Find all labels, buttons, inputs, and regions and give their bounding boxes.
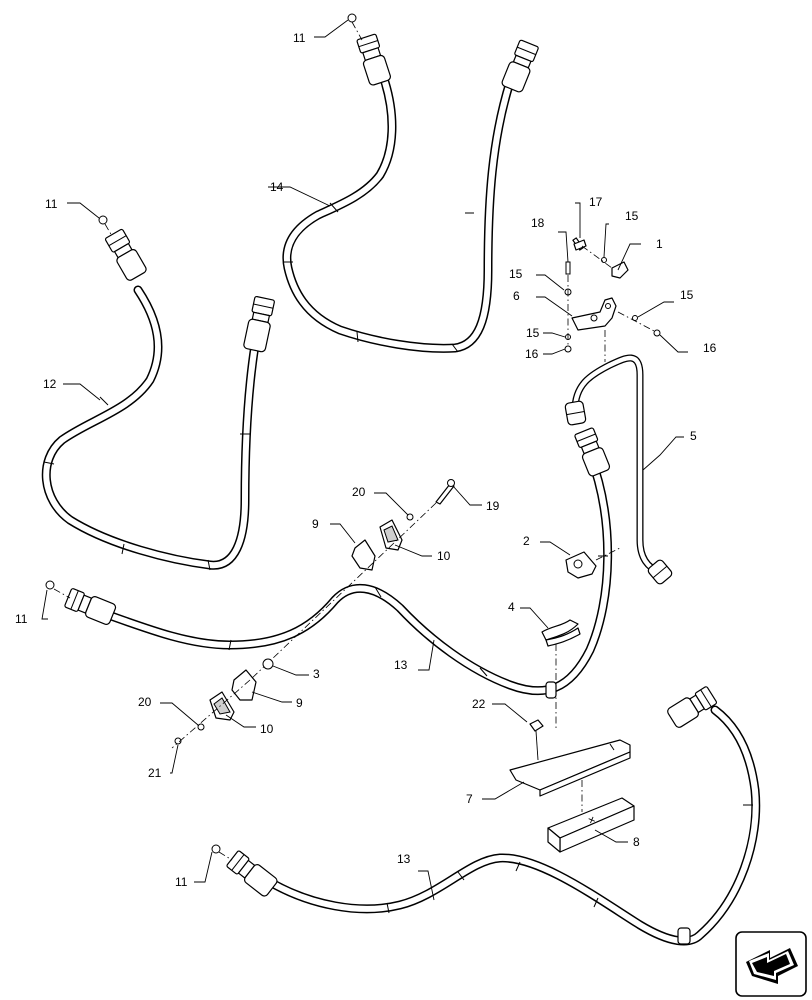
clamp-9-lower: [231, 669, 257, 701]
callout-15: 15: [509, 267, 523, 281]
callout-12: 12: [43, 377, 57, 391]
hose-13-fitting-right: [574, 427, 611, 477]
callout-6: 6: [513, 289, 520, 303]
callout-17: 17: [589, 195, 603, 209]
callout-18: 18: [531, 216, 545, 230]
callout-11: 11: [293, 31, 306, 45]
callout-15: 15: [625, 209, 639, 223]
cap-11-bottom: [211, 844, 221, 854]
callout-11: 11: [45, 197, 58, 211]
hose-12-fitting-left: [104, 228, 147, 281]
callout-2: 2: [523, 534, 530, 548]
hose-13-upper: [45, 427, 613, 699]
cap-11-left: [98, 215, 108, 225]
hose-14-fitting-left: [356, 33, 391, 86]
callout-9: 9: [296, 696, 303, 710]
callout-22: 22: [472, 697, 486, 711]
hose-13-lower: [211, 686, 761, 946]
clip-4: [541, 619, 581, 730]
hose-12: [41, 215, 275, 571]
callout-10: 10: [260, 722, 274, 736]
nut-3: [262, 658, 274, 670]
hose-14: [282, 13, 539, 353]
callout-15: 15: [680, 288, 694, 302]
tube-5-nut-top: [564, 400, 587, 426]
cap-11-top: [347, 13, 357, 23]
callout-11: 11: [175, 875, 188, 889]
callout-21: 21: [148, 766, 162, 780]
cap-11-mid: [45, 580, 55, 590]
callout-3: 3: [313, 667, 320, 681]
next-page-arrow-icon[interactable]: [735, 931, 807, 997]
callout-13: 13: [397, 852, 411, 866]
callout-14: 14: [270, 180, 284, 194]
mount-plate-7: [509, 739, 631, 797]
screw-22: [529, 719, 544, 761]
bracket-assembly: [564, 237, 661, 362]
callout-9: 9: [312, 517, 319, 531]
callout-20: 20: [138, 695, 152, 709]
clamp-1: [611, 261, 629, 279]
callout-10: 10: [437, 549, 451, 563]
bolt-19: [435, 483, 455, 505]
callout-4: 4: [508, 600, 515, 614]
callout-11: 11: [15, 612, 28, 626]
hose-14-fitting-right: [501, 39, 539, 93]
callout-1: 1: [656, 237, 663, 251]
upper-clamp-set: [249, 479, 455, 681]
callout-labels: 11 11 11 11 14 12 13 13 17 18 15 1 15 6 …: [15, 31, 717, 889]
callout-15: 15: [526, 326, 540, 340]
callout-13: 13: [394, 658, 408, 672]
tube-5: [564, 354, 673, 585]
tube-5-nut-bottom: [647, 559, 673, 585]
clip-2: [565, 547, 621, 579]
clamp-9-upper: [351, 539, 376, 571]
lower-clamp-set: [171, 658, 274, 749]
hose-13-lower-fitting-left: [226, 850, 278, 897]
callout-19: 19: [486, 499, 500, 513]
callout-7: 7: [466, 792, 473, 806]
hose-13-lower-fitting-right: [667, 686, 718, 728]
svg-text:×: ×: [586, 812, 598, 828]
callout-16: 16: [703, 341, 717, 355]
bracket-6: [571, 297, 617, 331]
callout-16: 16: [525, 347, 539, 361]
leader-lines: [41, 19, 688, 901]
callout-20: 20: [352, 485, 366, 499]
callout-5: 5: [690, 429, 697, 443]
block-8: ×: [547, 780, 635, 853]
callout-8: 8: [633, 835, 640, 849]
hose-12-fitting-right: [243, 295, 275, 353]
hose-13-fitting-left: [64, 588, 117, 625]
